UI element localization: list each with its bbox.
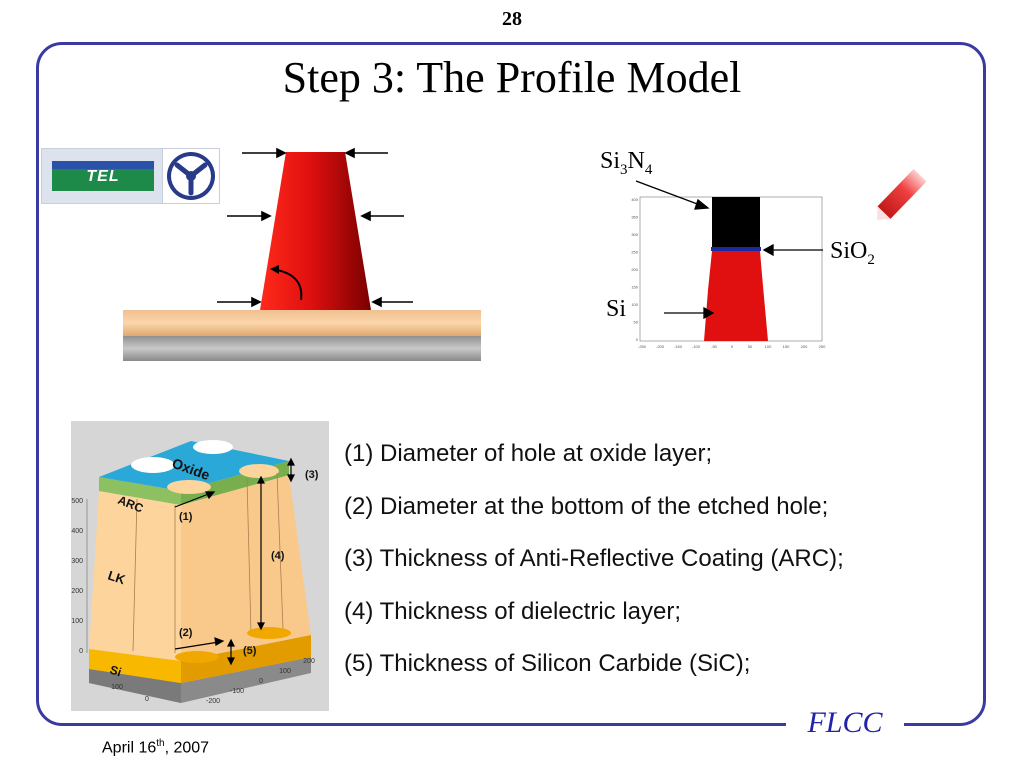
tick-label: -100 — [692, 344, 701, 349]
marker-3: (3) — [305, 469, 319, 481]
tick-label: 200 — [303, 658, 315, 665]
plot-x-ticks: -250 -200 -150 -100 -50 0 50 100 150 200 250 — [638, 344, 826, 349]
tick-label: -200 — [206, 698, 220, 705]
tick-label: 200 — [631, 267, 638, 272]
marker-4: (4) — [271, 550, 285, 562]
parameter-item: (1) Diameter of hole at oxide layer; — [344, 440, 713, 467]
parameter-item: (5) Thickness of Silicon Carbide (SiC); — [344, 650, 751, 677]
tick-label: 100 — [111, 684, 123, 691]
tick-label: 400 — [631, 197, 638, 202]
lk-label: LK — [106, 568, 128, 588]
tick-label: 0 — [145, 696, 149, 703]
footer-brand-mask — [786, 708, 904, 742]
si3n4-label: Si3N4 — [600, 148, 653, 178]
tick-label: -200 — [656, 344, 665, 349]
si-label: Si — [606, 296, 627, 322]
profile-plot: 400 350 300 250 200 150 100 50 0 -250 -200 -150 -10… — [631, 196, 826, 349]
tick-label: 150 — [783, 344, 790, 349]
tick-label: -250 — [638, 344, 647, 349]
parameter-list: (1) Diameter of hole at oxide layer; (2) … — [344, 428, 844, 691]
plot-y-ticks: 400 350 300 250 200 150 100 50 0 — [631, 197, 638, 342]
tick-label: 300 — [71, 558, 83, 565]
tick-label: 100 — [765, 344, 772, 349]
tick-label: 100 — [71, 618, 83, 625]
slide-title: Step 3: The Profile Model — [282, 53, 742, 102]
tick-label: 500 — [71, 498, 83, 505]
tick-label: 400 — [71, 528, 83, 535]
tick-label: 100 — [279, 668, 291, 675]
tick-label: 300 — [631, 232, 638, 237]
z-axis-ticks: 500 400 300 200 100 0 — [71, 498, 83, 655]
tick-label: 50 — [748, 344, 753, 349]
tick-label: 250 — [631, 250, 638, 255]
tick-label: 200 — [801, 344, 808, 349]
substrate-layer — [123, 310, 481, 336]
slide-date: April 16th, 2007 — [102, 738, 210, 757]
slide-frame — [36, 42, 986, 726]
footer-brand: FLCC — [807, 706, 883, 739]
marker-5: (5) — [243, 645, 257, 657]
base-layer — [123, 336, 481, 361]
parameter-item: (3) Thickness of Anti-Reflective Coating… — [344, 545, 844, 572]
university-seal-logo — [162, 148, 220, 204]
oxide-layer — [711, 247, 761, 251]
bottom-axis-ticks-left: 100 0 — [111, 684, 149, 703]
silicon-profile — [704, 251, 768, 341]
tick-label: -150 — [674, 344, 683, 349]
tel-logo-text: TEL — [86, 168, 120, 185]
si-layer-label: Si — [108, 663, 123, 680]
tick-label: 0 — [636, 337, 639, 342]
tick-label: 250 — [819, 344, 826, 349]
tick-label: 150 — [631, 285, 638, 290]
etched-line-profile — [260, 152, 371, 310]
tick-label: -100 — [230, 688, 244, 695]
trapezoid-profile-diagram — [123, 147, 481, 361]
page-number: 28 — [502, 8, 522, 30]
nitride-mask — [712, 197, 760, 247]
sidewall-angle-arrow — [276, 269, 303, 301]
tel-logo: TEL — [41, 148, 163, 204]
tick-label: 200 — [71, 588, 83, 595]
tick-label: 0 — [731, 344, 734, 349]
tick-label: 0 — [259, 678, 263, 685]
bottom-axis-ticks-right: 200 100 0 -100 -200 — [206, 658, 315, 705]
sio2-label: SiO2 — [830, 238, 875, 268]
tick-label: -50 — [711, 344, 718, 349]
marker-1: (1) — [179, 511, 193, 523]
tick-label: 350 — [631, 215, 638, 220]
tick-label: 100 — [631, 302, 638, 307]
tick-label: 0 — [79, 648, 83, 655]
tick-label: 50 — [634, 320, 639, 325]
parameter-item: (4) Thickness of dielectric layer; — [344, 597, 682, 625]
parameter-item: (2) Diameter at the bottom of the etched… — [344, 492, 829, 520]
marker-2: (2) — [179, 627, 193, 639]
